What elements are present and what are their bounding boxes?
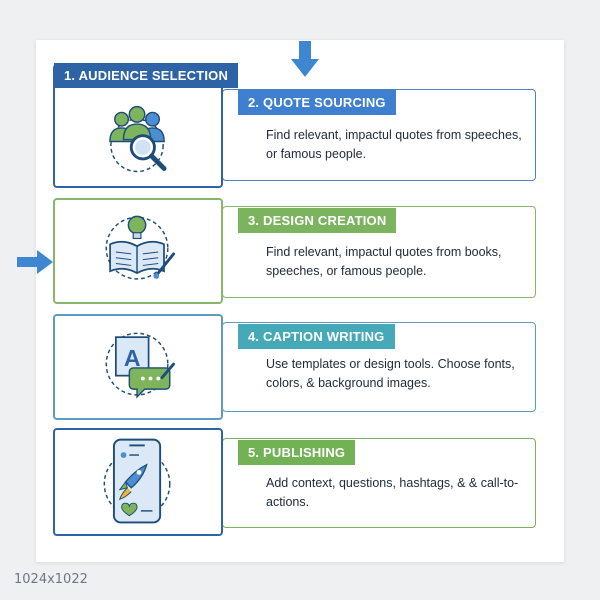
step-3-label: 3. DESIGN CREATION — [238, 208, 397, 233]
audience-search-icon — [109, 105, 167, 173]
caption-letter-chat-icon: A — [105, 332, 176, 399]
step-4-icon-box: A — [53, 314, 223, 420]
arrow-down-icon — [291, 41, 319, 77]
step-4-description: Use templates or design tools. Choose fo… — [266, 357, 515, 390]
image-size-caption: 1024x1022 — [14, 572, 88, 587]
step-5-description: Add context, questions, hashtags, & & ca… — [266, 476, 519, 509]
step-5-icon-box — [53, 428, 223, 536]
svg-text:A: A — [124, 345, 141, 371]
step-4-label: 4. CAPTION WRITING — [238, 324, 395, 349]
step-1-label: 1. AUDIENCE SELECTION — [54, 63, 239, 88]
step-3-icon-box — [53, 198, 223, 304]
step-3-description: Find relevant, impactul quotes from book… — [266, 245, 502, 278]
phone-rocket-icon — [103, 438, 171, 524]
book-lightbulb-icon — [105, 215, 176, 280]
arrow-right-icon — [17, 250, 53, 274]
step-2-description: Find relevant, impactul quotes from spee… — [266, 128, 522, 161]
step-2-label: 2. QUOTE SOURCING — [238, 90, 396, 115]
step-5-label: 5. PUBLISHING — [238, 440, 356, 465]
